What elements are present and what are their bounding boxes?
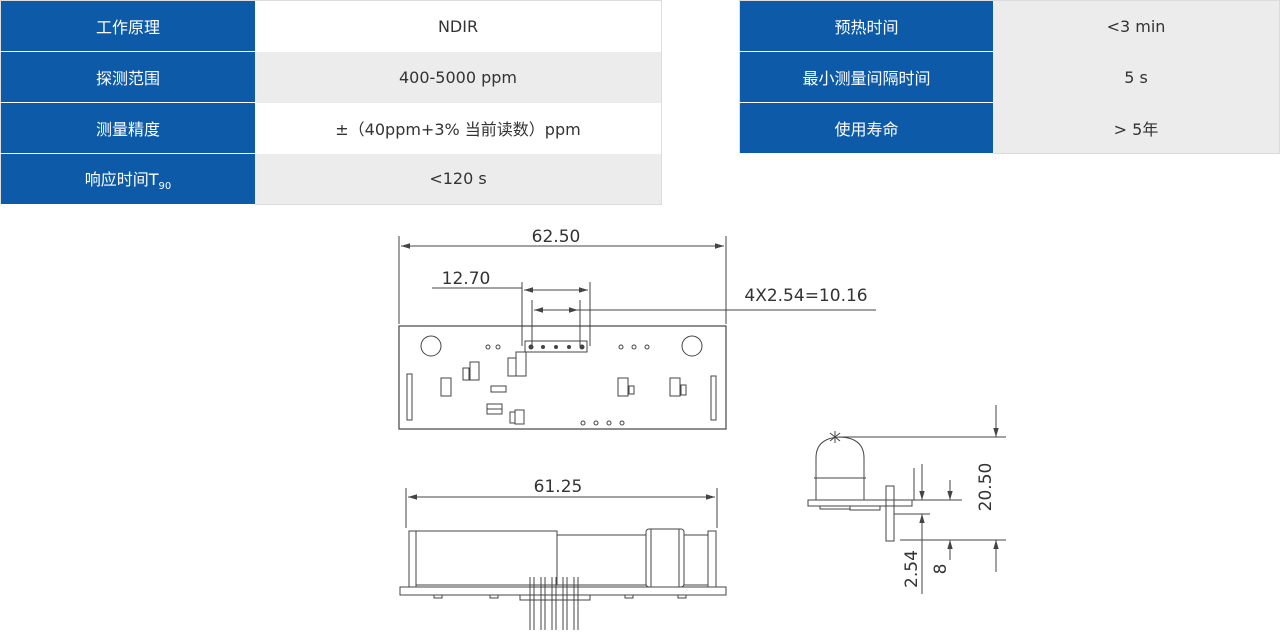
spec-row: 探测范围 400-5000 ppm bbox=[0, 51, 662, 103]
side-view: 61.25 bbox=[399, 477, 727, 630]
spec-label: 最小测量间隔时间 bbox=[739, 51, 993, 103]
spec-value: NDIR bbox=[255, 0, 662, 52]
pin-header-icon bbox=[528, 344, 585, 350]
spec-label: 探测范围 bbox=[0, 51, 255, 103]
spec-value: ±（40ppm+3% 当前读数）ppm bbox=[255, 102, 662, 154]
spec-label: 测量精度 bbox=[0, 102, 255, 154]
spec-table-right: 预热时间 <3 min 最小测量间隔时间 5 s 使用寿命 > 5年 bbox=[739, 0, 1280, 154]
sensor-dome-outline bbox=[815, 436, 865, 500]
pcb-outline bbox=[398, 325, 727, 430]
spec-label-subscript: 90 bbox=[158, 181, 172, 193]
dim-pin-pitch: 4X2.54=10.16 bbox=[744, 286, 867, 306]
spec-table-left: 工作原理 NDIR 探测范围 400-5000 ppm 测量精度 ±（40ppm… bbox=[0, 0, 662, 205]
spec-row: 响应时间T90 <120 s bbox=[0, 153, 662, 205]
mounting-hole-icon bbox=[681, 335, 703, 357]
dimension-drawing: 62.50 12.70 4X2.54=10.16 bbox=[398, 227, 1006, 630]
dim-pcb-thickness: 8 bbox=[931, 564, 951, 575]
dim-pin-offset: 12.70 bbox=[442, 269, 491, 289]
spec-row: 使用寿命 > 5年 bbox=[739, 102, 1280, 154]
mounting-hole-icon bbox=[420, 335, 442, 357]
spec-label-response: 响应时间T90 bbox=[0, 153, 255, 205]
spec-label-text: 响应时间T bbox=[84, 169, 159, 189]
spec-label: 使用寿命 bbox=[739, 102, 993, 154]
spec-row: 工作原理 NDIR bbox=[0, 0, 662, 52]
spec-row: 测量精度 ±（40ppm+3% 当前读数）ppm bbox=[0, 102, 662, 154]
pin-icon bbox=[529, 577, 579, 630]
dim-height: 20.50 bbox=[976, 463, 996, 512]
spec-label: 工作原理 bbox=[0, 0, 255, 52]
dim-side-length: 61.25 bbox=[534, 477, 583, 497]
pcb-end-outline bbox=[807, 499, 913, 507]
spec-row: 最小测量间隔时间 5 s bbox=[739, 51, 1280, 103]
spec-row: 预热时间 <3 min bbox=[739, 0, 1280, 52]
spec-value: <120 s bbox=[255, 153, 662, 205]
spec-value: 5 s bbox=[993, 51, 1280, 103]
dim-total-length: 62.50 bbox=[532, 227, 581, 247]
dim-pin-height: 2.54 bbox=[902, 550, 922, 588]
spec-value: 400-5000 ppm bbox=[255, 51, 662, 103]
spec-value: > 5年 bbox=[993, 102, 1280, 154]
spec-value: <3 min bbox=[993, 0, 1280, 52]
end-view: 20.50 8 2.54 bbox=[807, 405, 1006, 594]
spec-label: 预热时间 bbox=[739, 0, 993, 52]
top-view: 62.50 12.70 4X2.54=10.16 bbox=[398, 227, 876, 430]
